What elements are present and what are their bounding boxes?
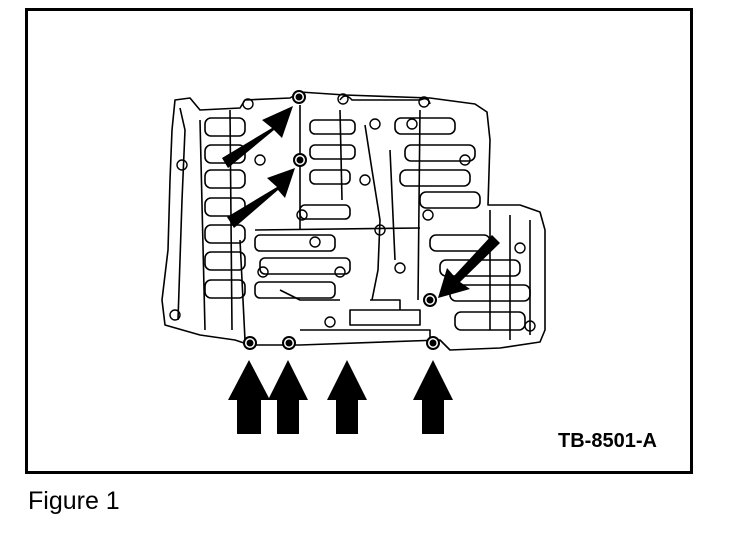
arrow-icon [227,168,295,228]
arrow-icon [268,360,308,434]
valve-body-outline [161,91,546,351]
arrow-icon [413,360,453,434]
figure-caption: Figure 1 [28,487,120,515]
arrow-icon [228,360,270,434]
arrow-icon [438,235,500,298]
arrow-icon [327,360,367,434]
arrow-icon [222,106,293,168]
highlighted-bolts [243,90,440,350]
part-code-label: TB-8501-A [558,430,657,452]
